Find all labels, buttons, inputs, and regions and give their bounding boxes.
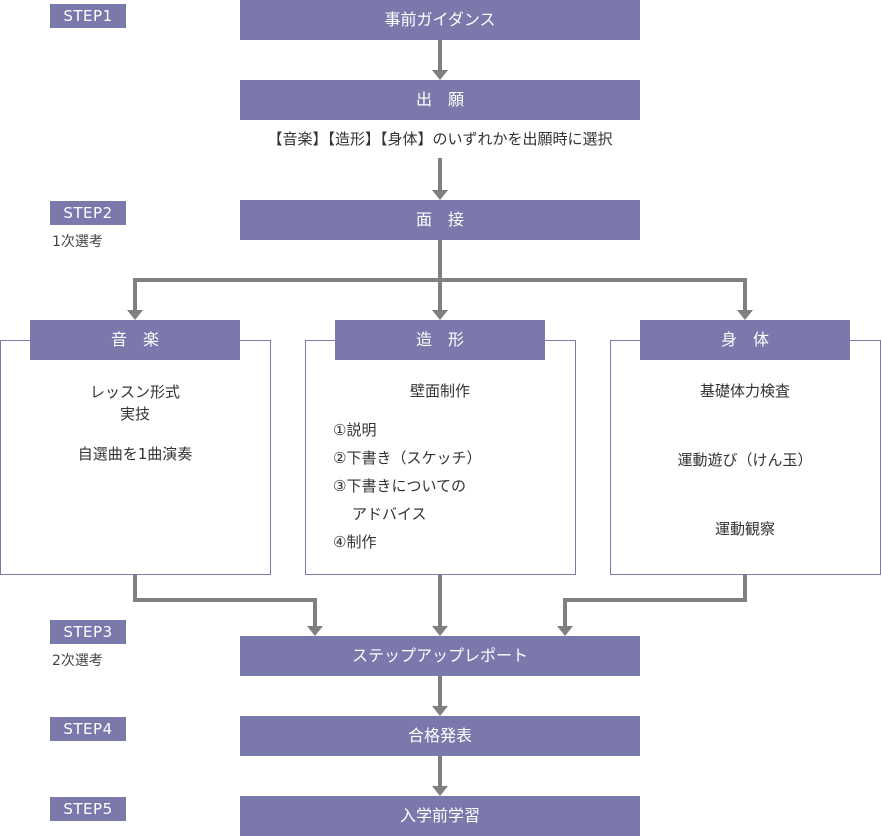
music-line-2: 実技 xyxy=(119,405,150,423)
step5-badge: STEP5 xyxy=(50,797,126,821)
art-item-4: ④制作 xyxy=(333,533,377,551)
art-title: 造 形 xyxy=(335,320,545,360)
arrowhead xyxy=(432,70,448,80)
art-panel xyxy=(305,340,576,575)
music-title: 音 楽 xyxy=(30,320,240,360)
art-heading: 壁面制作 xyxy=(409,382,470,400)
music-line-3: 自選曲を1曲演奏 xyxy=(77,445,193,463)
step3-badge: STEP3 xyxy=(50,620,126,644)
body-title: 身 体 xyxy=(640,320,850,360)
art-item-3-cont: アドバイス xyxy=(352,505,427,523)
music-panel xyxy=(0,340,271,575)
arrowhead xyxy=(557,626,573,636)
arrowhead xyxy=(737,310,753,320)
arrowhead xyxy=(307,626,323,636)
guidance-box: 事前ガイダンス xyxy=(240,0,640,40)
application-note: 【音楽】【造形】【身体】のいずれかを出願時に選択 xyxy=(267,130,613,148)
body-item-2: 運動遊び（けん玉） xyxy=(677,451,813,469)
body-item-1: 基礎体力検査 xyxy=(699,382,790,400)
interview-box: 面 接 xyxy=(240,200,640,240)
body-item-3: 運動観察 xyxy=(714,520,775,538)
report-box: ステップアップレポート xyxy=(240,636,640,676)
arrowhead xyxy=(432,786,448,796)
merge-from-body xyxy=(563,575,747,628)
result-box: 合格発表 xyxy=(240,716,640,756)
arrowhead xyxy=(432,190,448,200)
music-line-1: レッスン形式 xyxy=(89,383,180,401)
step3-subtitle: 2次選考 xyxy=(52,653,103,669)
application-box: 出 願 xyxy=(240,80,640,120)
arrowhead xyxy=(127,310,143,320)
step4-badge: STEP4 xyxy=(50,717,126,741)
art-item-1: ①説明 xyxy=(333,421,377,439)
arrowhead xyxy=(432,706,448,716)
step2-subtitle: 1次選考 xyxy=(52,234,103,250)
art-item-3: ③下書きについての xyxy=(333,477,466,495)
prestudy-box: 入学前学習 xyxy=(240,796,640,836)
arrowhead xyxy=(432,310,448,320)
art-item-2: ②下書き（スケッチ） xyxy=(333,449,482,467)
merge-from-music xyxy=(133,575,317,628)
step1-badge: STEP1 xyxy=(50,4,126,28)
arrowhead xyxy=(432,626,448,636)
step2-badge: STEP2 xyxy=(50,201,126,225)
